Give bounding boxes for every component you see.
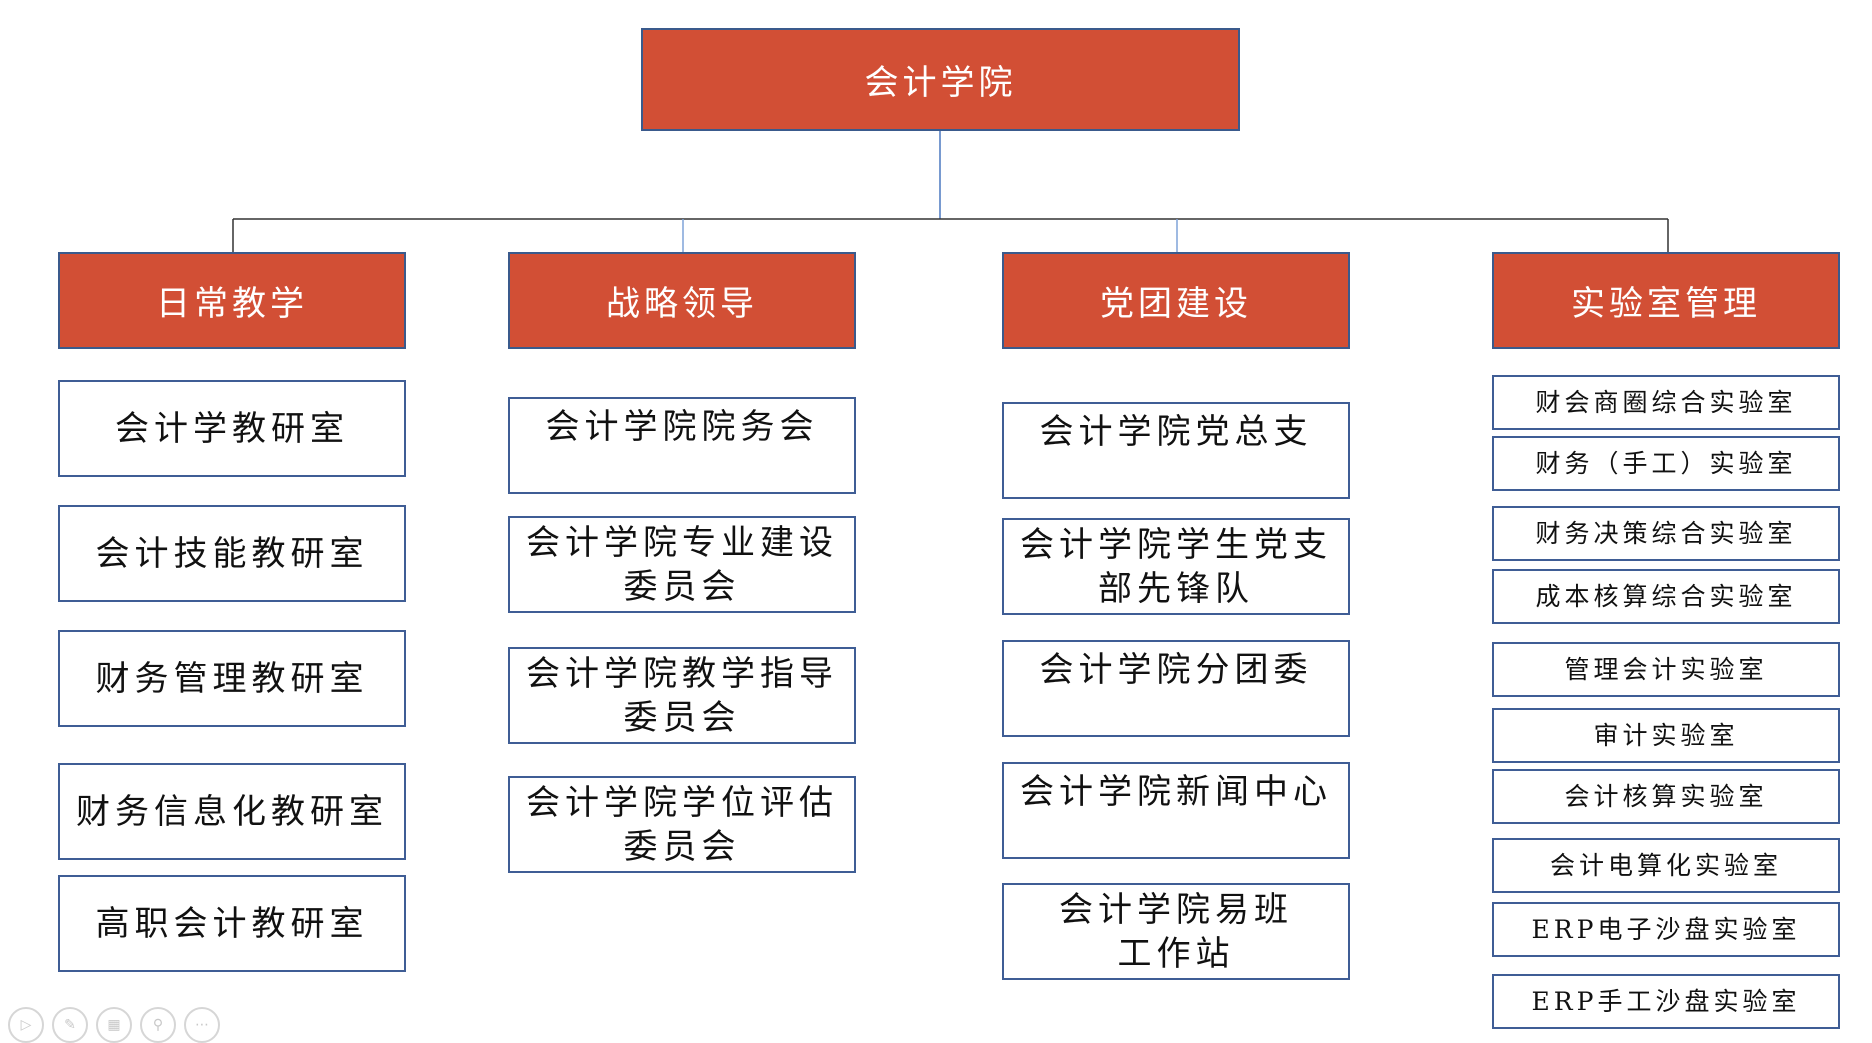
list-item: 高职会计教研室 — [58, 875, 406, 972]
list-item: 会计学院分团委 — [1002, 640, 1350, 737]
list-item: 会计学院专业建设 委员会 — [508, 516, 856, 613]
category-header-teaching: 日常教学 — [58, 252, 406, 349]
list-item: 财务管理教研室 — [58, 630, 406, 727]
list-item: 会计学院院务会 — [508, 397, 856, 494]
slideshow-controls: ▷ ✎ ▦ ⚲ ⋯ — [8, 1007, 220, 1043]
grid-icon[interactable]: ▦ — [96, 1007, 132, 1043]
list-item: 会计学院学位评估 委员会 — [508, 776, 856, 873]
list-item: 会计核算实验室 — [1492, 769, 1840, 824]
list-item: 会计学院新闻中心 — [1002, 762, 1350, 859]
list-item: 会计学教研室 — [58, 380, 406, 477]
list-item: 成本核算综合实验室 — [1492, 569, 1840, 624]
list-item: 会计电算化实验室 — [1492, 838, 1840, 893]
category-header-party: 党团建设 — [1002, 252, 1350, 349]
root-box: 会计学院 — [641, 28, 1240, 131]
category-title: 实验室管理 — [1571, 284, 1761, 324]
zoom-icon[interactable]: ⚲ — [140, 1007, 176, 1043]
list-item: 财务（手工）实验室 — [1492, 436, 1840, 491]
list-item: 会计学院党总支 — [1002, 402, 1350, 499]
list-item: 财会商圈综合实验室 — [1492, 375, 1840, 430]
more-icon[interactable]: ⋯ — [184, 1007, 220, 1043]
list-item: ERP电子沙盘实验室 — [1492, 902, 1840, 957]
list-item: ERP手工沙盘实验室 — [1492, 974, 1840, 1029]
category-header-lab: 实验室管理 — [1492, 252, 1840, 349]
list-item: 会计学院教学指导 委员会 — [508, 647, 856, 744]
root-label: 会计学院 — [864, 63, 1017, 103]
play-icon[interactable]: ▷ — [8, 1007, 44, 1043]
list-item: 会计技能教研室 — [58, 505, 406, 602]
list-item: 财务信息化教研室 — [58, 763, 406, 860]
category-title: 战略领导 — [606, 284, 758, 324]
list-item: 会计学院学生党支 部先锋队 — [1002, 518, 1350, 615]
pen-icon[interactable]: ✎ — [52, 1007, 88, 1043]
list-item: 审计实验室 — [1492, 708, 1840, 763]
category-title: 日常教学 — [156, 284, 308, 324]
list-item: 会计学院易班 工作站 — [1002, 883, 1350, 980]
list-item: 管理会计实验室 — [1492, 642, 1840, 697]
category-header-strategy: 战略领导 — [508, 252, 856, 349]
category-title: 党团建设 — [1100, 284, 1252, 324]
list-item: 财务决策综合实验室 — [1492, 506, 1840, 561]
